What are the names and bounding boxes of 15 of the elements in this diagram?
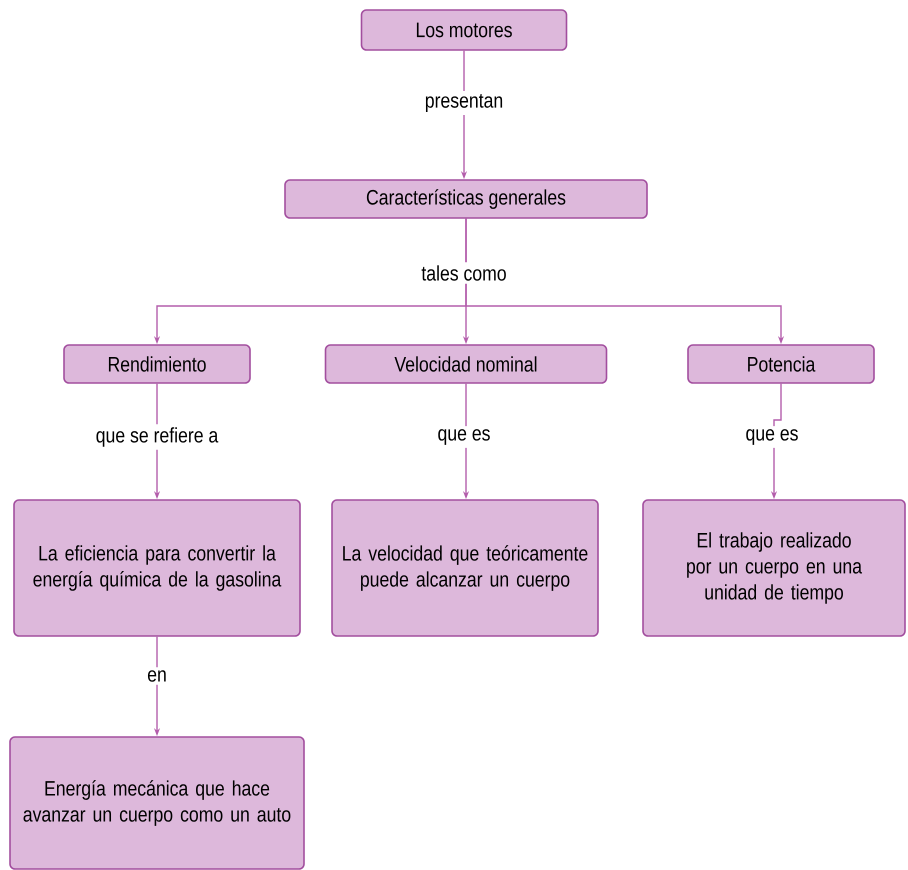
concept-box: La eficiencia para convertir la energía química de la gasolina xyxy=(13,499,301,637)
edge-label: presentan xyxy=(422,91,506,115)
edge-label: tales como xyxy=(418,262,510,284)
concept-box: La velocidad que teóricamente puede alcanzar un cuerpo xyxy=(331,499,599,637)
concept-box: El trabajo realizado por un cuerpo en una unidad de tiempo xyxy=(642,499,906,637)
concept-box: Velocidad nominal xyxy=(324,344,608,384)
edge-label: que se refiere a xyxy=(92,424,222,450)
concept-box: Características generales xyxy=(284,179,648,219)
concept-box: Los motores xyxy=(360,9,568,51)
concept-box: Energía mecánica que hace avanzar un cuerpo como un auto xyxy=(9,736,305,870)
concept-box: Potencia xyxy=(687,344,875,384)
edge-label: en xyxy=(144,667,170,685)
concept-box: Rendimiento xyxy=(63,344,251,384)
edge-label: que es xyxy=(742,426,802,448)
edge-label: que es xyxy=(434,426,494,448)
